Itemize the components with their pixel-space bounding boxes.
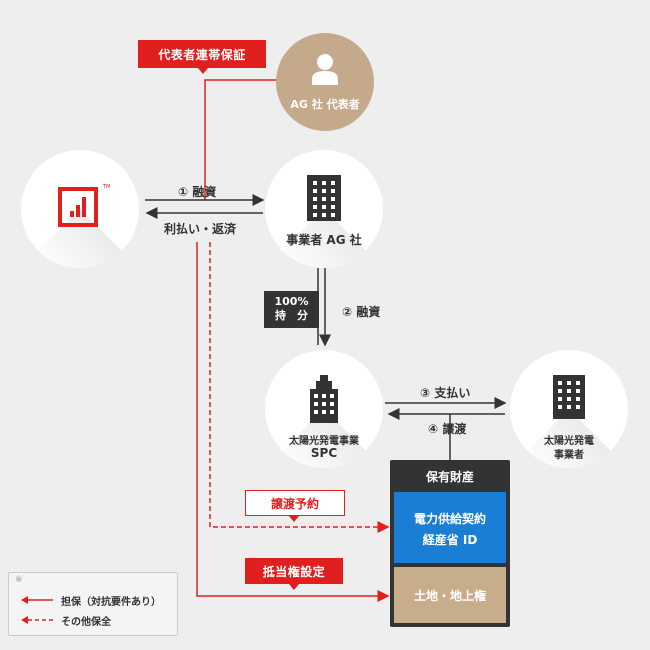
guarantee-tag-pointer <box>198 68 208 74</box>
legend-dashed-arrow <box>21 616 53 624</box>
asset-power-contract-line2: 経産省 ID <box>422 533 478 547</box>
ownership-percent: 100% <box>274 295 309 308</box>
ag-representative-label: AG 社 代表者 <box>290 98 360 111</box>
guarantee-line <box>204 79 280 200</box>
ownership-label: 持 分 <box>275 309 308 322</box>
ownership-box: 100% 持 分 <box>264 291 319 328</box>
transfer-label: ④ 譲渡 <box>428 422 467 436</box>
asset-power-contract-line1: 電力供給契約 <box>413 512 486 526</box>
assets-title: 保有財産 <box>425 470 474 484</box>
asset-land-label: 土地・地上権 <box>413 589 486 603</box>
assets-box: 保有財産 電力供給契約 経産省 ID 土地・地上権 <box>390 460 510 627</box>
mortgage-pointer <box>289 584 299 590</box>
payment-label: ③ 支払い <box>420 386 471 400</box>
operator-label-line2: 事業者 <box>554 450 584 461</box>
transfer-reservation-tag: 譲渡予約 <box>245 490 345 516</box>
asset-land: 土地・地上権 <box>394 567 506 623</box>
office-building-icon <box>553 375 585 419</box>
repay-label: 利払い・返済 <box>164 222 237 236</box>
solar-operator-node: 太陽光発電 事業者 <box>510 350 628 468</box>
operator-label-line1: 太陽光発電 <box>544 436 594 447</box>
solid-security-line <box>196 242 390 602</box>
skyscraper-icon <box>310 375 338 423</box>
spc-node: 太陽光発電事業 SPC <box>265 350 383 468</box>
legend: ※ 担保（対抗要件あり） その他保全 <box>8 572 178 636</box>
asset-power-contract: 電力供給契約 経産省 ID <box>394 492 506 563</box>
legend-note-mark: ※ <box>15 575 23 585</box>
legend-solid-arrow <box>21 596 53 604</box>
dashed-security-line <box>209 242 390 533</box>
lender-logo-icon <box>58 187 98 227</box>
person-icon <box>312 54 338 85</box>
mortgage-label: 抵当権設定 <box>262 564 326 579</box>
loan2-label: ② 融資 <box>342 305 381 319</box>
spc-label-line2: SPC <box>310 446 338 460</box>
legend-solid-label: 担保（対抗要件あり） <box>61 597 161 608</box>
ag-company-node: 事業者 AG 社 <box>265 150 383 268</box>
loan1-label: ① 融資 <box>178 185 217 199</box>
office-building-icon <box>307 175 341 221</box>
legend-dashed-label: その他保全 <box>61 617 111 628</box>
trademark-mark: TM <box>103 184 111 190</box>
transfer-reservation-label: 譲渡予約 <box>270 496 319 511</box>
guarantee-tag-label: 代表者連帯保証 <box>158 47 246 62</box>
ag-company-label: 事業者 AG 社 <box>286 233 362 247</box>
guarantee-tag: 代表者連帯保証 <box>138 40 266 68</box>
spc-label-line1: 太陽光発電事業 <box>289 436 359 447</box>
ag-representative-node: AG 社 代表者 <box>276 33 374 131</box>
mortgage-tag: 抵当権設定 <box>245 558 343 584</box>
transfer-reservation-pointer <box>289 516 299 522</box>
lender-node: TM <box>21 150 139 268</box>
